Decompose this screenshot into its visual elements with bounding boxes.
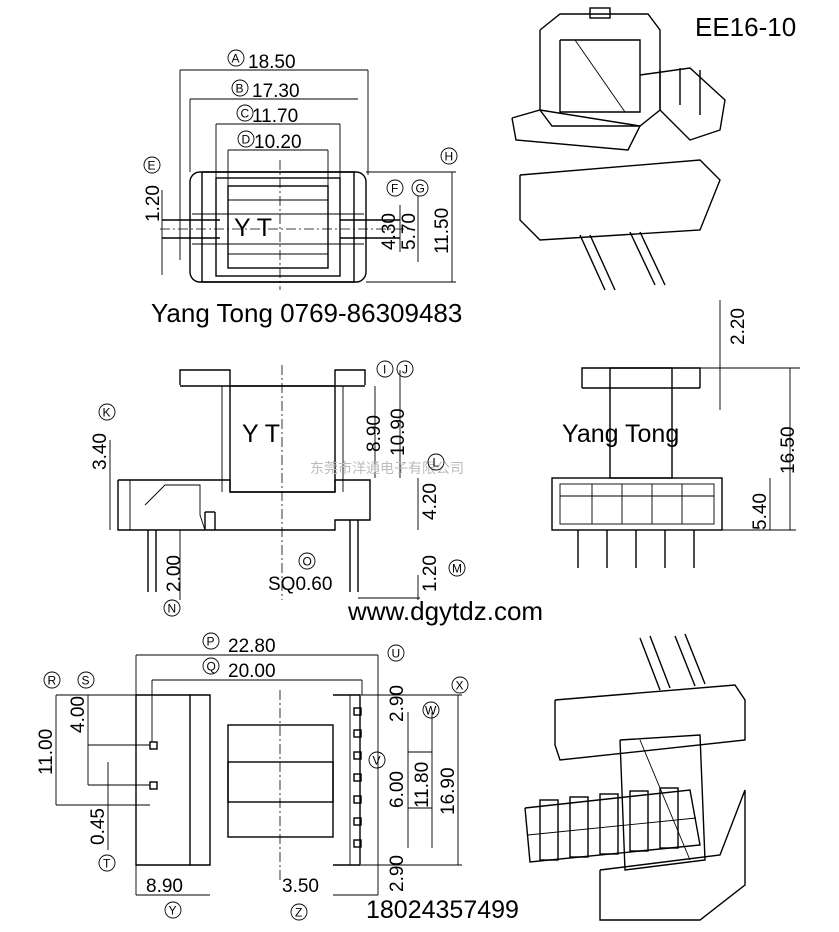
dim-q: 20.00 <box>228 661 276 682</box>
dim-u: 2.90 <box>387 685 408 722</box>
dim-v: 6.00 <box>387 771 408 808</box>
dim-h: 11.50 <box>432 208 453 254</box>
svg-text:G: G <box>416 182 425 196</box>
dim-w: 11.80 <box>412 762 433 808</box>
svg-text:Q: Q <box>207 660 216 674</box>
dim-z: 3.50 <box>282 876 319 897</box>
dim-k: 3.40 <box>90 433 111 470</box>
svg-text:V: V <box>373 754 381 768</box>
dim-e: 1.20 <box>143 185 164 222</box>
dim-d: 10.20 <box>254 132 302 153</box>
side-view <box>551 300 800 568</box>
svg-text:M: M <box>452 562 462 576</box>
dim-t: 0.45 <box>88 808 109 845</box>
dim-x: 16.90 <box>438 767 459 815</box>
svg-text:D: D <box>242 133 251 147</box>
svg-text:Z: Z <box>295 906 302 920</box>
dim-s: 4.00 <box>68 696 89 733</box>
isometric-top <box>511 7 726 291</box>
dim-u2: 2.90 <box>387 855 408 892</box>
svg-text:I: I <box>383 363 386 377</box>
svg-text:J: J <box>402 363 408 377</box>
top-view-core <box>227 185 329 269</box>
dim-f: 4.30 <box>379 213 400 250</box>
front-view-mark: Y T <box>242 420 280 448</box>
side-view-mark: Yang Tong <box>562 420 680 448</box>
pin-pads <box>149 707 362 848</box>
svg-text:C: C <box>241 107 250 121</box>
top-view-inner <box>215 177 341 277</box>
svg-text:E: E <box>148 159 156 173</box>
phone-number: 18024357499 <box>366 896 519 924</box>
dim-side-height: 16.50 <box>778 426 799 474</box>
bottom-view <box>55 654 462 896</box>
circled-markers: A B C D E F G H I J K L M N O P Q R S T … <box>43 49 469 921</box>
svg-text:K: K <box>103 406 111 420</box>
dim-a: 18.50 <box>248 52 296 73</box>
svg-text:H: H <box>445 150 454 164</box>
svg-text:Y: Y <box>169 904 177 918</box>
svg-text:P: P <box>207 635 215 649</box>
dim-y: 8.90 <box>146 876 183 897</box>
dim-j: 10.90 <box>388 408 409 456</box>
isometric-bottom <box>524 633 746 921</box>
bottom-view-core <box>227 724 334 838</box>
front-view <box>109 365 420 600</box>
dim-m: 1.20 <box>420 555 441 592</box>
svg-text:B: B <box>236 82 244 96</box>
svg-text:X: X <box>456 679 464 693</box>
svg-text:O: O <box>303 555 312 569</box>
svg-text:R: R <box>48 674 57 688</box>
top-view <box>160 69 456 290</box>
svg-text:A: A <box>232 52 240 66</box>
model-number: EE16-10 <box>695 12 797 42</box>
dim-side-top: 2.20 <box>728 308 749 345</box>
website: www.dgytdz.com <box>348 596 544 626</box>
svg-text:W: W <box>425 704 437 718</box>
svg-text:F: F <box>391 182 398 196</box>
dim-r: 11.00 <box>36 729 57 775</box>
dimension-labels: 18.50 17.30 11.70 10.20 1.20 4.30 5.70 1… <box>36 52 799 897</box>
svg-text:U: U <box>392 647 401 661</box>
top-view-mark: Y T <box>234 214 272 242</box>
dim-c: 11.70 <box>252 106 298 127</box>
dim-i: 8.90 <box>364 415 385 452</box>
dim-b: 17.30 <box>252 81 300 102</box>
dim-g: 5.70 <box>399 213 420 250</box>
dim-o: SQ0.60 <box>268 574 332 595</box>
dim-side-base: 5.40 <box>750 493 771 530</box>
dim-l: 4.20 <box>420 483 441 520</box>
watermark-text: 东莞市洋通电子有限公司 <box>310 460 464 476</box>
company-line: Yang Tong 0769-86309483 <box>151 298 463 328</box>
top-view-flange <box>201 171 355 283</box>
svg-text:T: T <box>103 857 111 871</box>
svg-text:S: S <box>82 674 90 688</box>
dim-n: 2.00 <box>164 555 185 592</box>
svg-text:N: N <box>168 602 177 616</box>
side-view-base <box>551 477 723 531</box>
svg-text:L: L <box>433 456 440 470</box>
dim-p: 22.80 <box>228 636 276 657</box>
